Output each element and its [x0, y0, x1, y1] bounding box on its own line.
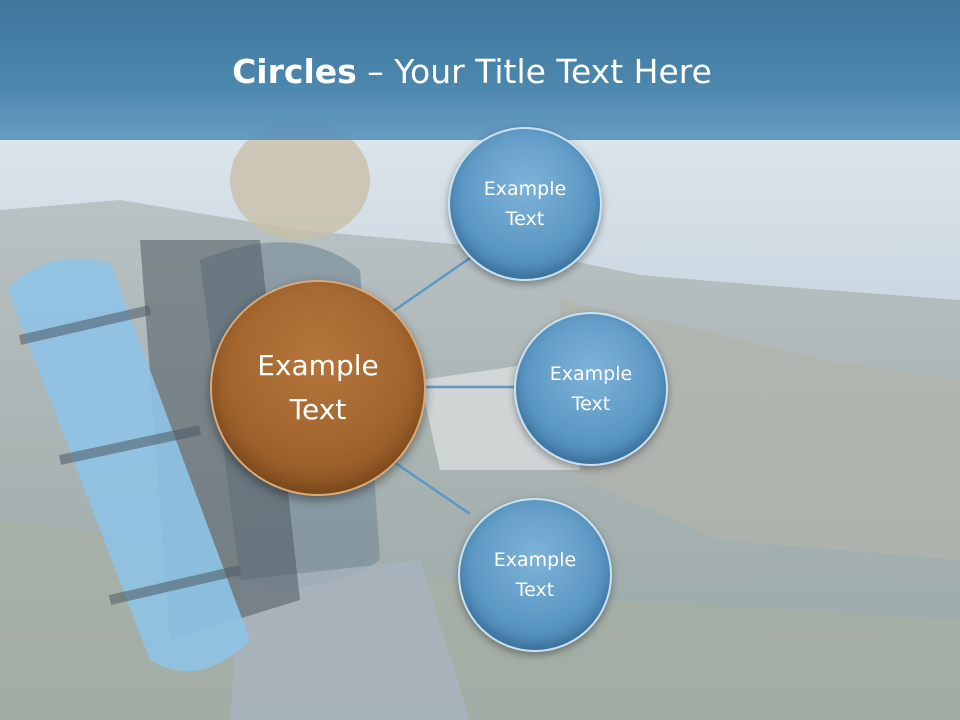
slide-title[interactable]: Circles – Your Title Text Here — [0, 52, 944, 91]
satellite-circle-bottom[interactable]: Example Text — [458, 498, 612, 652]
center-circle[interactable]: Example Text — [210, 280, 426, 496]
connector-bottom — [393, 460, 471, 516]
satellite-circle-label: Example Text — [483, 178, 567, 230]
satellite-circle-label: Example Text — [493, 549, 577, 601]
satellite-circle-top[interactable]: Example Text — [448, 127, 602, 281]
connector-top — [391, 256, 471, 314]
title-bold: Circles — [232, 52, 357, 91]
title-band — [0, 0, 960, 140]
title-rest: – Your Title Text Here — [356, 52, 712, 91]
satellite-circle-middle[interactable]: Example Text — [514, 312, 668, 466]
center-circle-label: Example Text — [257, 349, 379, 426]
satellite-circle-label: Example Text — [549, 363, 633, 415]
